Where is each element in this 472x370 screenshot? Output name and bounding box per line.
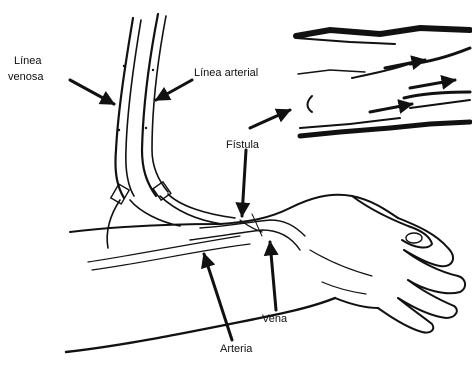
arrow-fistula [242, 150, 246, 216]
flow-arrow [410, 80, 455, 88]
label-vena: Vena [262, 313, 288, 325]
label-linea-venosa-line1: Línea [14, 55, 42, 67]
venous-line-outer [115, 18, 133, 198]
label-linea-venosa-line2: venosa [8, 71, 44, 83]
arterial-line-inner [152, 16, 168, 192]
arrow-inset [250, 110, 290, 128]
flow-arrow [370, 104, 412, 112]
tubing [107, 14, 235, 248]
label-linea-arterial: Línea arterial [194, 67, 258, 79]
artery-vessel [190, 230, 300, 250]
flow-inset [296, 28, 470, 136]
arrow-linea-arterial [156, 80, 192, 100]
label-fistula: Fístula [226, 139, 260, 151]
arm-and-hand [66, 195, 465, 352]
labels: Línea venosa Línea arterial Fístula Vena… [8, 55, 288, 355]
label-arteria: Arteria [220, 343, 253, 355]
arrow-linea-venosa [70, 80, 114, 104]
arrow-vena [270, 242, 276, 310]
